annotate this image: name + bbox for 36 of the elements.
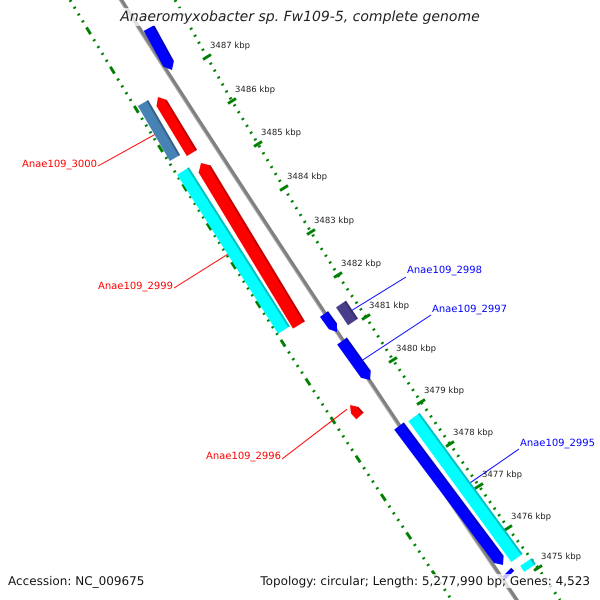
tick-label: 3477 kbp	[482, 471, 522, 480]
gene-block	[337, 338, 371, 380]
tick-label: 3476 kbp	[511, 513, 552, 522]
tick-label: 3486 kbp	[235, 86, 276, 94]
tick-label: 3479 kbp	[424, 387, 464, 396]
gene-label: Anae109_2995	[520, 439, 595, 449]
gene-block	[144, 25, 174, 70]
tick-label: 3480 kbp	[396, 345, 436, 354]
gene-label: Anae109_2999	[98, 282, 173, 292]
gene-bar	[138, 100, 180, 162]
tick-label: 3484 kbp	[287, 173, 328, 182]
accession-label: Accession: NC_009675	[8, 574, 144, 588]
leader-line	[352, 276, 406, 311]
leader-line	[98, 134, 156, 166]
gene-label: Anae109_2996	[206, 452, 281, 462]
tick-label: 3485 kbp	[261, 129, 302, 138]
tick-label: 3482 kbp	[341, 260, 382, 268]
gene-bar	[520, 558, 536, 572]
tick-label: 3483 kbp	[314, 217, 354, 226]
leader-line	[282, 408, 348, 460]
tick-label: 3487 kbp	[210, 42, 250, 50]
gene-label: Anae109_2997	[432, 305, 507, 315]
tick-label: 3481 kbp	[369, 302, 410, 310]
gene-block	[320, 311, 337, 332]
leader-line	[362, 314, 432, 360]
gene-block	[350, 405, 364, 420]
gene-label: Anae109_2998	[407, 266, 482, 276]
tick-label: 3478 kbp	[453, 429, 494, 438]
leader-line	[174, 254, 228, 288]
gene-label: Anae109_3000	[22, 160, 97, 170]
genome-info-label: Topology: circular; Length: 5,277,990 bp; Genes: 4,523	[260, 574, 590, 588]
gene-block	[394, 422, 504, 565]
leader-line	[470, 448, 520, 484]
gene-bar	[336, 300, 358, 326]
gene-block	[156, 97, 198, 156]
tick-label: 3475 kbp	[541, 553, 582, 562]
